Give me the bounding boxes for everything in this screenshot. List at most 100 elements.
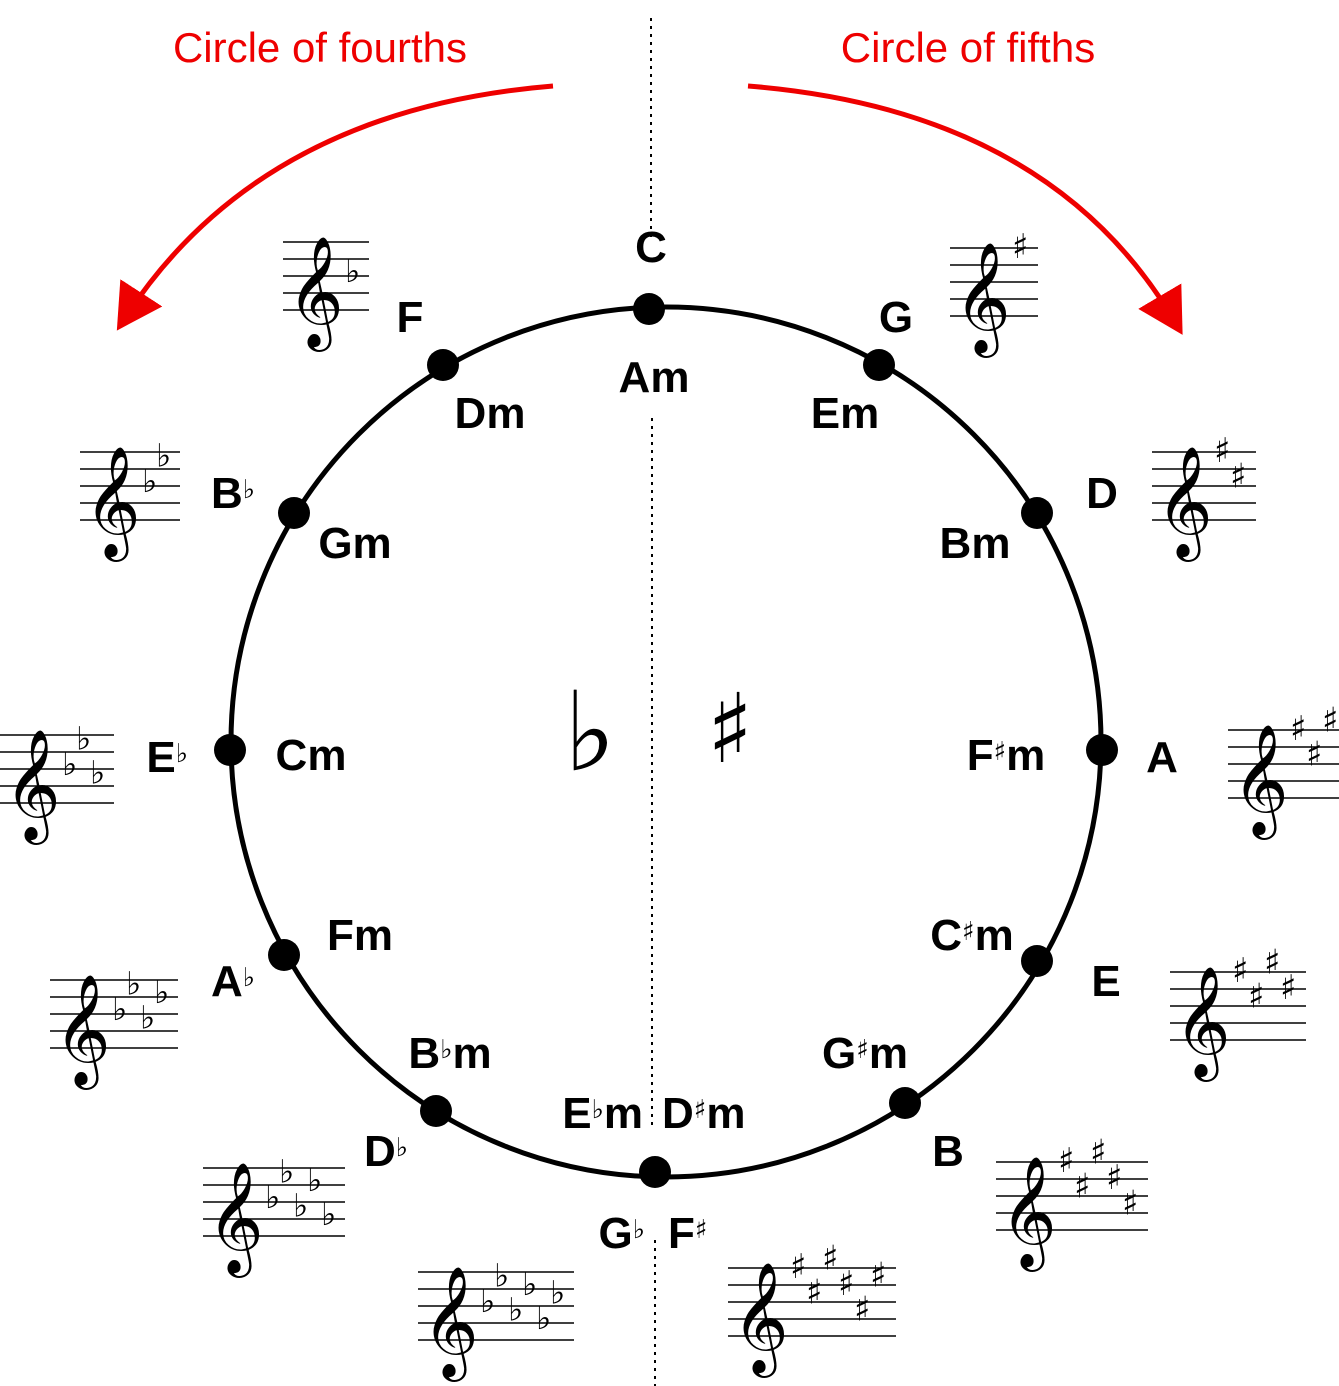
major-key-label-fs-text: F [668,1209,695,1258]
key-dot-a [1086,734,1118,766]
sharp-icon: ♯ [1306,735,1322,775]
minor-key-label-d: Bm [940,519,1011,568]
flat-icon: ♭ [76,720,91,758]
minor-key-label-fs-text: D [662,1089,694,1138]
major-key-label-c-text: C [635,223,667,272]
minor-key-label-b-accidental: ♯ [856,1035,869,1065]
sharp-icon: ♯ [1232,951,1248,991]
key-signature-gb: 𝄞♭♭♭♭♭♭ [418,1257,574,1382]
minor-key-label-e-accidental: ♯ [962,917,975,947]
flat-icon: ♭ [522,1265,537,1303]
major-key-label-e: E [1091,957,1120,1006]
major-key-label-db-accidental: ♭ [396,1133,408,1163]
sharp-icon: ♯ [822,1239,838,1279]
sharp-icon: ♯ [790,1247,806,1287]
treble-clef-icon: 𝄞 [207,1161,264,1278]
key-signature-ab: 𝄞♭♭♭♭ [50,965,178,1090]
minor-key-label-d-text: Bm [940,519,1011,568]
sharp-icon: ♯ [1322,701,1338,741]
flat-icon: ♭ [345,252,360,290]
sharp-icon: ♯ [838,1264,854,1304]
minor-key-label-db: B♭m [408,1029,491,1078]
major-key-label-d: D [1086,469,1118,518]
major-key-label-gb-accidental: ♭ [633,1215,645,1245]
minor-key-label-gb-text: m [604,1089,643,1138]
major-key-label-db-text: D [364,1127,396,1176]
flat-icon: ♭ [90,754,105,792]
sharp-icon: ♯ [854,1290,870,1330]
minor-key-label-a-accidental: ♯ [994,737,1007,767]
major-key-label-f: F [397,293,424,342]
minor-key-label-a-text: F [967,731,994,780]
major-key-label-bb-text: B [211,469,243,518]
key-dot-e [1021,945,1053,977]
major-key-label-eb: E♭ [146,733,188,782]
major-key-label-b-text: B [932,1127,964,1176]
treble-clef-icon: 𝄞 [1000,1155,1057,1272]
flat-icon: ♭ [494,1257,509,1295]
key-dot-c [633,293,665,325]
minor-key-label-e-text: m [975,911,1014,960]
minor-key-label-e: C♯m [930,911,1014,960]
key-signature-db: 𝄞♭♭♭♭♭ [203,1153,345,1278]
minor-key-label-e-text: C [930,911,962,960]
major-key-label-ab: A♭ [211,957,255,1006]
key-signature-g: 𝄞♯ [950,227,1038,358]
minor-key-label-g: Em [811,389,879,438]
minor-key-label-b-text: G [822,1029,856,1078]
sharp-icon: ♯ [1090,1133,1106,1173]
key-signature-e: 𝄞♯♯♯♯ [1170,943,1306,1082]
key-dot-d [1021,497,1053,529]
sharp-icon: ♯ [1122,1184,1138,1224]
minor-key-label-fs-text: m [706,1089,745,1138]
key-dot-db [420,1095,452,1127]
minor-key-label-b: G♯m [822,1029,908,1078]
major-key-label-gb-text: G [599,1209,633,1258]
fourths-direction-arrow [116,83,554,331]
minor-key-label-g-text: Em [811,389,879,438]
treble-clef-icon: 𝄞 [287,235,344,352]
minor-key-label-db-text: m [452,1029,491,1078]
flat-icon: ♭ [126,965,141,1003]
key-signature-fs: 𝄞♯♯♯♯♯♯ [728,1239,896,1378]
sharp-icon: ♯ [1264,943,1280,983]
key-dot-fs [639,1156,671,1188]
flat-icon: ♭ [265,1178,280,1216]
major-key-label-f-text: F [397,293,424,342]
major-key-label-fs: F♯ [668,1209,707,1258]
major-key-label-fs-accidental: ♯ [695,1215,708,1245]
major-key-label-ab-text: A [211,957,243,1006]
key-dot-g [863,349,895,381]
minor-key-label-a: F♯m [967,731,1046,780]
key-signature-b: 𝄞♯♯♯♯♯ [996,1133,1148,1272]
sharp-icon: ♯ [1248,977,1264,1017]
treble-clef-icon: 𝄞 [422,1265,479,1382]
minor-key-label-db-accidental: ♭ [440,1035,452,1065]
major-key-label-d-text: D [1086,469,1118,518]
flat-icon: ♭ [536,1299,551,1337]
circle-of-fourths-title: Circle of fourths [173,24,467,71]
key-dot-bb [278,497,310,529]
major-key-label-e-text: E [1091,957,1120,1006]
minor-key-label-eb-text: Cm [276,731,347,780]
major-key-label-bb: B♭ [211,469,255,518]
key-dot-ab [268,939,300,971]
sharp-icon: ♯ [1012,227,1028,267]
key-signature-bb: 𝄞♭♭ [80,437,180,562]
minor-key-label-b-text: m [869,1029,908,1078]
major-key-label-a: A [1146,733,1178,782]
treble-clef-icon: 𝄞 [4,728,61,845]
minor-key-label-bb-text: Gm [318,519,391,568]
major-key-label-gb: G♭ [599,1209,646,1258]
treble-clef-icon: 𝄞 [1232,723,1289,840]
minor-key-label-ab: Fm [327,911,393,960]
flat-icon: ♭ [142,462,157,500]
center-flat-symbol: ♭ [564,668,616,796]
minor-key-label-f-text: Dm [455,389,526,438]
key-signature-eb: 𝄞♭♭♭ [0,720,114,845]
minor-key-label-c-text: Am [619,353,690,402]
major-key-label-b: B [932,1127,964,1176]
major-key-label-eb-text: E [146,733,175,782]
minor-key-label-gb-accidental: ♭ [592,1095,604,1125]
